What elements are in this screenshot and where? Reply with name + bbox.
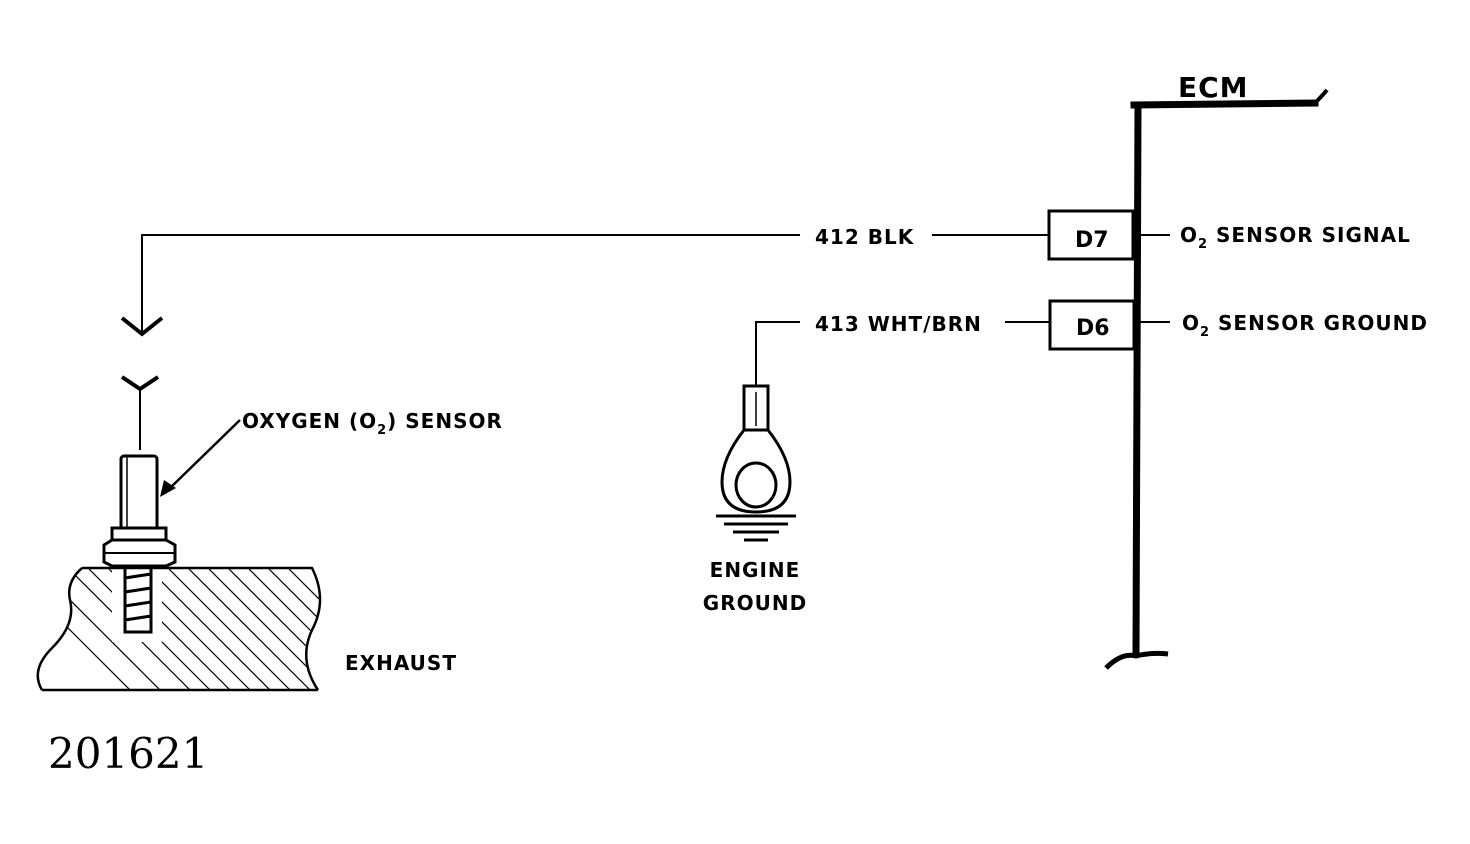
wire-412-label: 412 BLK [815,225,915,249]
engine-ground-label-line1: ENGINE [710,558,801,582]
engine-ground-icon [716,384,796,542]
sensor-leader-line [167,419,241,491]
figure-number: 201621 [48,729,208,778]
pin-d6-label: D6 [1076,316,1110,341]
engine-ground-label-line2: GROUND [703,591,807,615]
wire-412-sensor-segment [141,234,800,332]
d7-function-label: O2 SENSOR SIGNAL [1180,223,1411,252]
connector-arrow-icon [120,316,164,450]
ecm-bus [1104,88,1329,670]
pin-d6: D6 [1048,299,1136,351]
wire-413-label: 413 WHT/BRN [815,312,982,336]
d6-function-label: O2 SENSOR GROUND [1182,311,1428,340]
pin-d7-label: D7 [1075,228,1109,253]
exhaust-pipe-icon [36,564,322,692]
exhaust-label: EXHAUST [345,651,457,675]
sensor-leader-arrowhead [160,480,176,497]
oxygen-sensor-label: OXYGEN (O2) SENSOR [242,409,503,438]
pin-d7: D7 [1047,209,1135,261]
ecm-title: ECM [1178,71,1249,104]
wire-413-ground-segment [755,321,800,388]
